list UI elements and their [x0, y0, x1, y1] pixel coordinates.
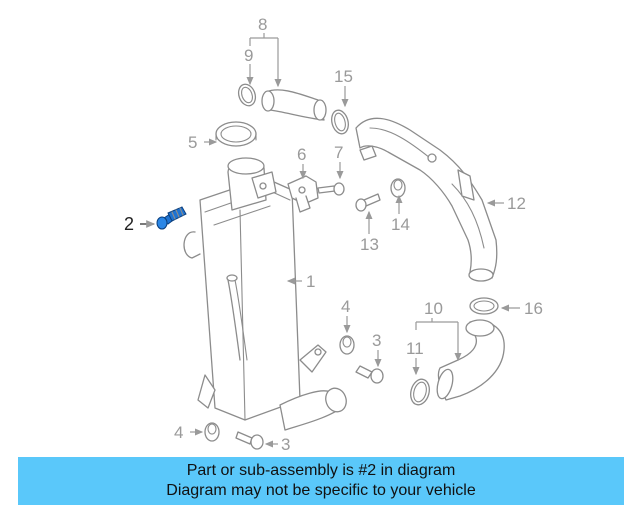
callout-14: 14 [391, 215, 410, 234]
intercooler[interactable] [183, 157, 349, 431]
screw-part-7[interactable] [317, 182, 345, 196]
clamp-part-15[interactable] [329, 108, 351, 135]
callout-12: 12 [507, 194, 526, 213]
bolt-part-3-upper[interactable] [355, 365, 384, 384]
bolt-part-2[interactable] [156, 206, 187, 230]
clamp-part-11[interactable] [408, 377, 432, 407]
banner-line-part-number: Part or sub-assembly is #2 in diagram [186, 462, 456, 479]
callout-11: 11 [406, 339, 424, 358]
bolt-part-13[interactable] [355, 193, 381, 212]
clamp-part-16[interactable] [469, 297, 499, 315]
callout-5: 5 [188, 133, 197, 152]
banner-line-disclaimer: Diagram may not be specific to your vehi… [166, 482, 476, 499]
callout-4-lower: 4 [174, 423, 183, 442]
bolt-part-3-lower[interactable] [235, 431, 264, 450]
clamp-part-9[interactable] [236, 82, 259, 108]
callout-2: 2 [124, 214, 134, 234]
callout-6: 6 [297, 145, 306, 164]
callout-3-lower: 3 [281, 435, 290, 454]
grommet-part-4-lower[interactable] [204, 422, 220, 442]
callout-15: 15 [334, 67, 353, 86]
parts-diagram: 8 9 15 5 6 7 12 2 13 14 1 16 10 4 11 3 4… [124, 15, 543, 454]
callout-10: 10 [424, 299, 443, 318]
info-banner: Part or sub-assembly is #2 in diagram Di… [18, 457, 624, 505]
grommet-part-4-upper[interactable] [339, 335, 355, 355]
callout-8: 8 [258, 15, 267, 34]
callout-4-upper: 4 [341, 297, 350, 316]
hose-part-8[interactable] [261, 89, 327, 121]
callout-9: 9 [244, 46, 253, 65]
callout-13: 13 [360, 235, 379, 254]
seal-ring-part-5[interactable] [215, 121, 257, 147]
leader-lines [140, 33, 520, 448]
charge-pipe-part-12[interactable] [355, 117, 498, 282]
grommet-part-14[interactable] [390, 178, 406, 198]
elbow-hose-part-10[interactable] [434, 319, 505, 401]
sensor-part-6[interactable] [287, 175, 319, 213]
callout-7: 7 [334, 143, 343, 162]
callout-16: 16 [524, 299, 543, 318]
callout-3-upper: 3 [372, 331, 381, 350]
callout-1: 1 [306, 272, 315, 291]
